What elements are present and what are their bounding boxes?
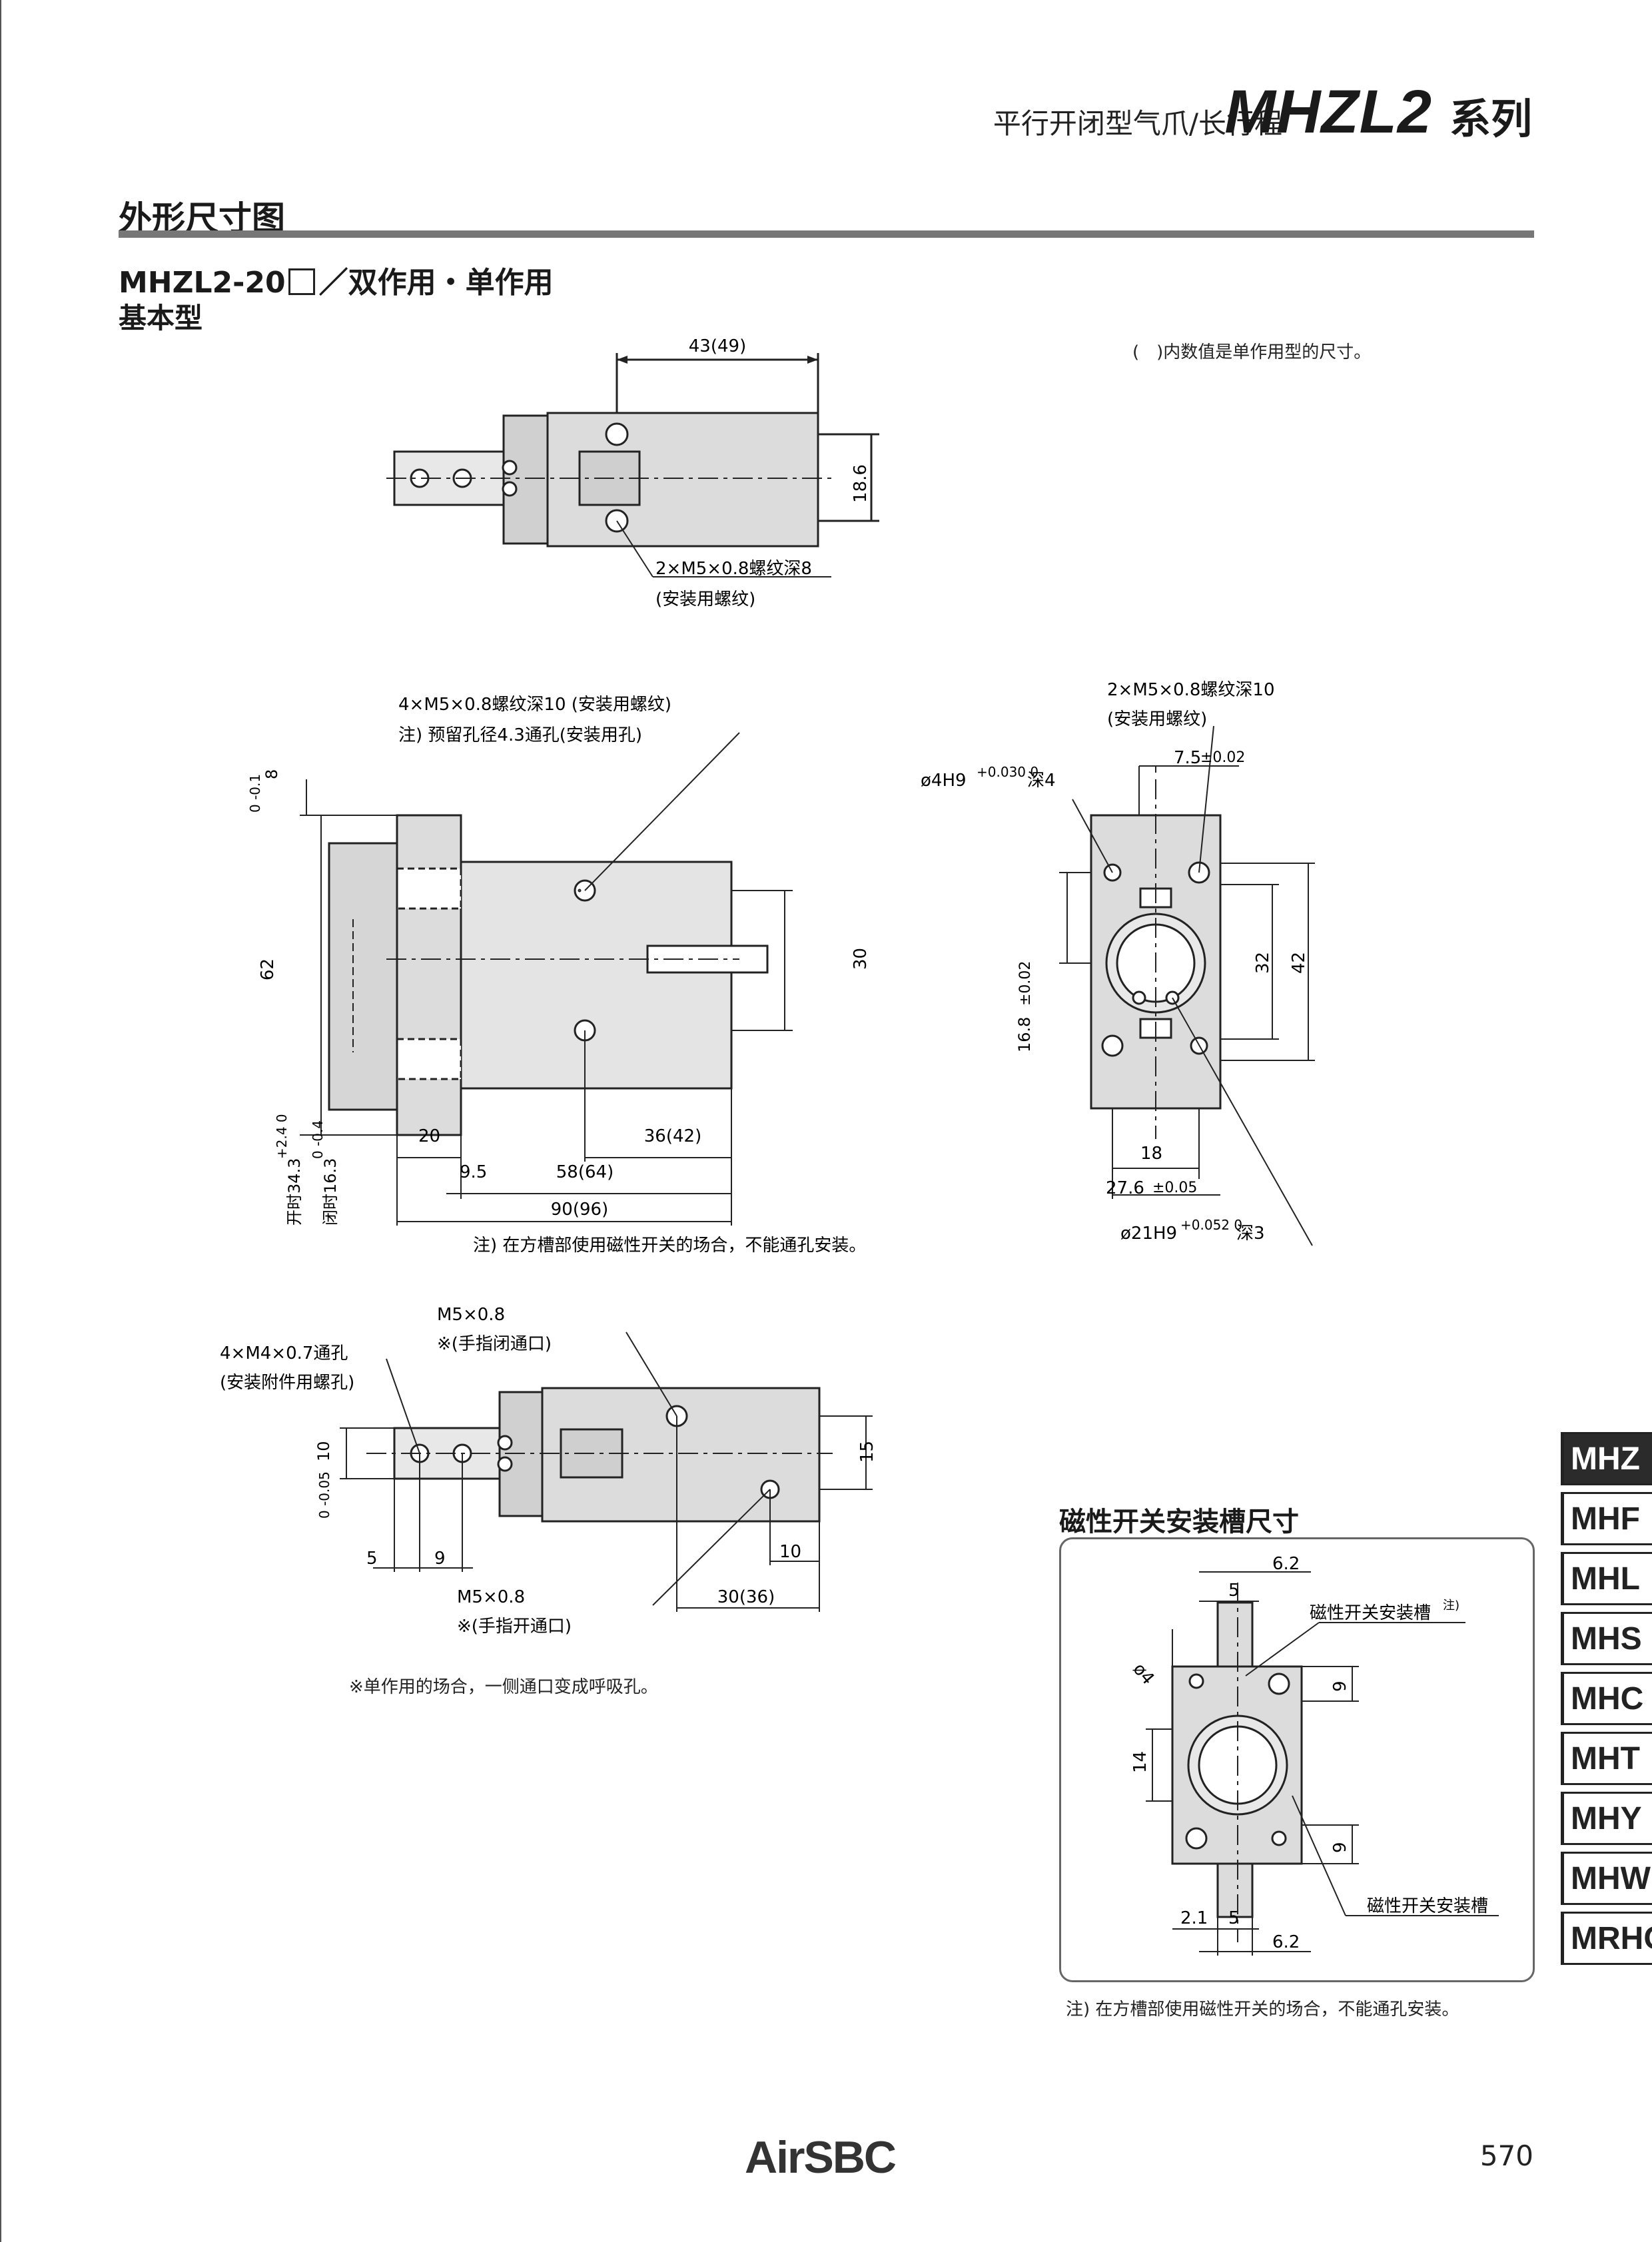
model-subtype: 基本型 [119, 302, 203, 334]
front-close-tol: 0 -0.4 [310, 1120, 326, 1159]
top-thread-note: (安装用螺纹) [655, 589, 755, 609]
front-dim-62: 62 [258, 958, 278, 980]
switch-slot-drawing: 6.2 5 磁性开关安装槽 注) ø4 9 14 9 2.1 5 6.2 磁性开… [1129, 1554, 1499, 1956]
side-dim-27-6: 27.6 [1106, 1178, 1144, 1198]
series-tab-list: MHZ MHF MHL MHS MHC MHT MHY MHW MRHQ [1561, 1432, 1652, 1972]
front-dim-58: 58(64) [556, 1162, 614, 1182]
front-open-tol: +2.4 0 [274, 1114, 290, 1159]
side-dim-32: 32 [1253, 952, 1273, 974]
front-dim-90: 90(96) [551, 1200, 608, 1220]
page-number: 570 [1479, 2139, 1533, 2172]
tab-mhy[interactable]: MHY [1561, 1792, 1652, 1845]
side-hole-4-tol: +0.030 0 [977, 764, 1038, 780]
switch-slot-label-bottom: 磁性开关安装槽 [1367, 1896, 1488, 1916]
switch-slot-note: 注) 在方槽部使用磁性开关的场合，不能通孔安装。 [1066, 2000, 1459, 2020]
bottom-dim-10b: 10 [779, 1542, 801, 1562]
side-hole-21-tol: +0.052 0 [1180, 1217, 1242, 1233]
side-dim-18: 18 [1140, 1144, 1162, 1164]
paren-note: ( )内数值是单作用型的尺寸。 [1132, 342, 1372, 362]
tab-mhs[interactable]: MHS [1561, 1612, 1652, 1665]
switch-dim-9-bottom: 9 [1330, 1842, 1350, 1853]
side-thread-label: 2×M5×0.8螺纹深10 [1107, 680, 1275, 700]
tab-mhz[interactable]: MHZ [1561, 1432, 1652, 1485]
header-series-suffix: 系列 [1449, 95, 1532, 143]
front-dim-20: 20 [418, 1126, 440, 1146]
front-dim-36: 36(42) [644, 1126, 701, 1146]
model-desc: ／双作用・单作用 [318, 266, 554, 300]
tab-mrhq[interactable]: MRHQ [1561, 1912, 1652, 1965]
header-subtitle: 平行开闭型气爪/长行程 [993, 107, 1282, 140]
switch-dim-5-bottom: 5 [1228, 1908, 1240, 1928]
switch-dim-14: 14 [1130, 1751, 1150, 1773]
switch-dim-9-top: 9 [1330, 1681, 1350, 1692]
front-dim-30: 30 [851, 948, 871, 970]
switch-dim-5-top: 5 [1228, 1581, 1240, 1601]
tab-mhl[interactable]: MHL [1561, 1552, 1652, 1605]
switch-slot-frame [1059, 1537, 1535, 1982]
side-hole-21: ø21H9 [1120, 1224, 1177, 1244]
front-dim-9-5: 9.5 [460, 1162, 487, 1182]
model-heading: MHZL2-20 ／双作用・单作用 [119, 258, 554, 301]
side-dim-42: 42 [1289, 952, 1309, 974]
switch-dim-phi4: ø4 [1129, 1659, 1158, 1688]
side-thread-note: (安装用螺纹) [1107, 709, 1207, 729]
bottom-dim-9: 9 [434, 1549, 446, 1569]
single-acting-note: ※单作用的场合，一侧通口变成呼吸孔。 [349, 1677, 658, 1697]
bottom-thread-label: 4×M4×0.7通孔 [220, 1343, 348, 1363]
top-dim-43: 43(49) [689, 336, 746, 356]
model-prefix: MHZL2-20 [119, 266, 286, 300]
header-series-model: MHZL2 [1224, 78, 1432, 146]
tab-mhc[interactable]: MHC [1561, 1672, 1652, 1725]
front-thread-label: 4×M5×0.8螺纹深10 (安装用螺纹) [398, 695, 671, 715]
tab-mhf[interactable]: MHF [1561, 1492, 1652, 1545]
switch-dim-2-1: 2.1 [1180, 1908, 1208, 1928]
section-rule [119, 230, 1534, 238]
tab-mht[interactable]: MHT [1561, 1732, 1652, 1785]
top-dim-18-6: 18.6 [851, 464, 871, 503]
bottom-port-close-note: ※(手指闭通口) [437, 1334, 552, 1354]
side-dim-16-8: 16.8 [1015, 1017, 1034, 1052]
bottom-dim-10-tol: 0 -0.05 [316, 1471, 332, 1519]
brand-logo: AirSBC [745, 2132, 897, 2183]
switch-slot-label-top: 磁性开关安装槽 [1310, 1603, 1431, 1623]
side-dim-16-8-tol: ±0.02 [1017, 961, 1034, 1006]
front-view-drawing: 4×M5×0.8螺纹深10 (安装用螺纹) 注) 预留孔径4.3通孔(安装用孔)… [247, 695, 871, 1256]
side-hole-21-depth: 深3 [1236, 1224, 1265, 1244]
front-thread-note: 注) 预留孔径4.3通孔(安装用孔) [398, 725, 642, 745]
side-hole-4: ø4H9 [921, 771, 967, 791]
bottom-dim-15: 15 [857, 1441, 877, 1463]
page-edge-rule [0, 0, 1, 2242]
bottom-dim-5: 5 [366, 1549, 378, 1569]
top-view-drawing: 43(49) 18.6 2×M5×0.8螺纹深8 (安装用螺纹) [386, 336, 879, 609]
model-placeholder-box [288, 268, 315, 295]
front-close-label: 闭时16.3 [321, 1158, 340, 1226]
bottom-dim-30: 30(36) [717, 1587, 775, 1607]
bottom-view-drawing: M5×0.8 ※(手指闭通口) 4×M4×0.7通孔 (安装附件用螺孔) 15 … [220, 1305, 877, 1637]
side-view-drawing: 2×M5×0.8螺纹深10 (安装用螺纹) 7.5 ±0.02 ø4H9 +0.… [921, 680, 1315, 1246]
bottom-port-open-label: M5×0.8 [457, 1587, 525, 1607]
bottom-dim-10: 10 [314, 1441, 333, 1461]
side-dim-7-5-tol: ±0.02 [1200, 749, 1245, 766]
bottom-port-open-note: ※(手指开通口) [457, 1617, 572, 1637]
front-dim-8: 8 [262, 769, 281, 779]
switch-slot-label-top-note: 注) [1443, 1599, 1459, 1613]
switch-slot-title: 磁性开关安装槽尺寸 [1059, 1507, 1299, 1537]
tab-mhw[interactable]: MHW [1561, 1852, 1652, 1905]
top-thread-label: 2×M5×0.8螺纹深8 [655, 559, 812, 579]
side-dim-7-5: 7.5 [1174, 748, 1201, 768]
front-open-label: 开时34.3 [285, 1158, 304, 1226]
switch-dim-6-2-bottom: 6.2 [1272, 1932, 1300, 1952]
front-dim-8-tol: 0 -0.1 [247, 774, 263, 813]
side-dim-27-6-tol: ±0.05 [1152, 1180, 1197, 1196]
switch-dim-6-2-top: 6.2 [1272, 1554, 1300, 1574]
bottom-thread-note: (安装附件用螺孔) [220, 1373, 354, 1393]
bottom-port-close-label: M5×0.8 [437, 1305, 505, 1325]
side-hole-4-depth: 深4 [1027, 771, 1056, 791]
front-slot-note: 注) 在方槽部使用磁性开关的场合，不能通孔安装。 [473, 1236, 866, 1256]
